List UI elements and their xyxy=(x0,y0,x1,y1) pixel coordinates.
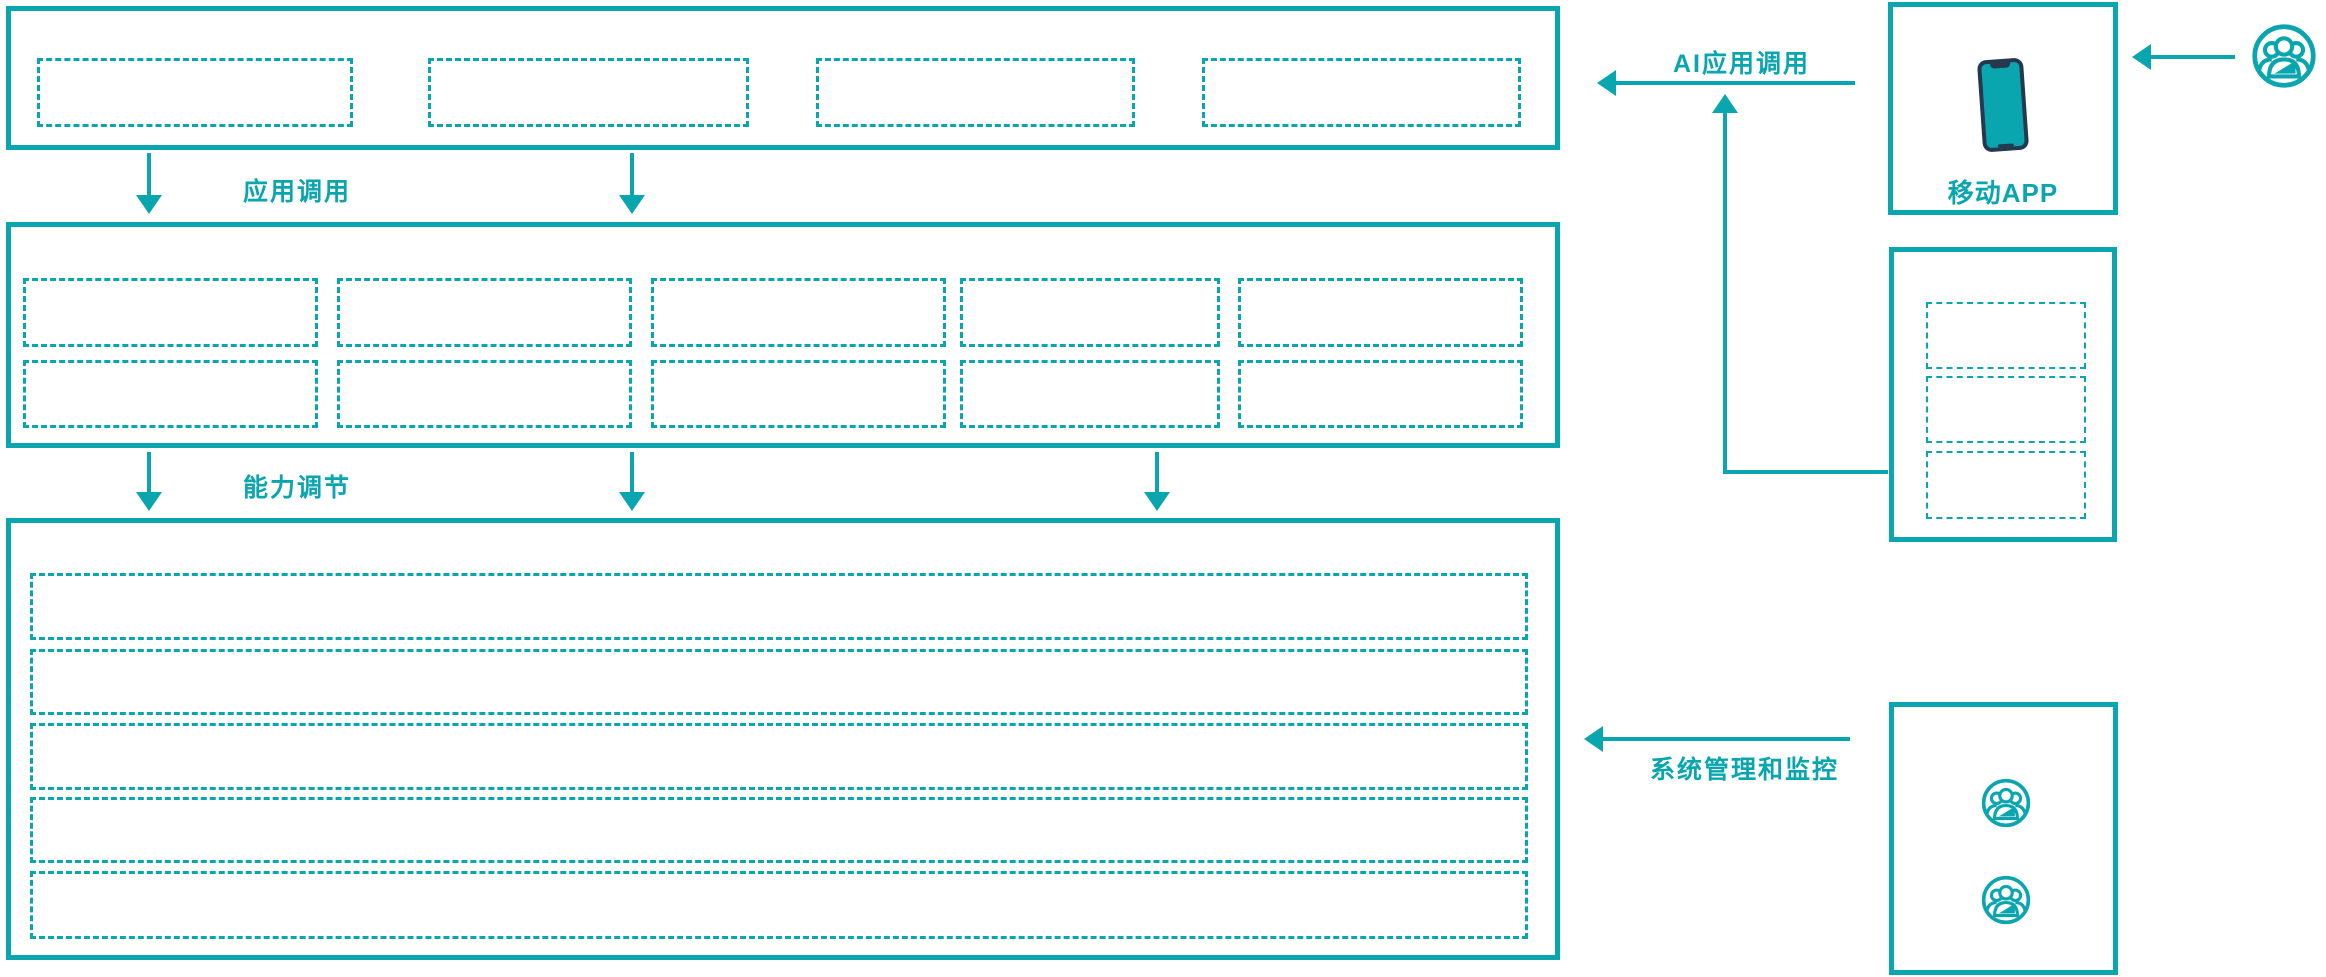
system-monitor-arrow-line xyxy=(1602,737,1850,741)
app-slot-3 xyxy=(816,58,1135,127)
app-slot-1 xyxy=(37,58,353,127)
user-to-app-arrow-line xyxy=(2150,55,2235,59)
capability-adjust-label: 能力调节 xyxy=(243,474,352,502)
connector-horizontal-line xyxy=(1723,470,1888,474)
platform-row-5 xyxy=(30,871,1528,939)
capability-arrow-line-1 xyxy=(147,452,151,492)
ai-app-call-arrow-line xyxy=(1615,81,1855,85)
capability-arrowhead-3 xyxy=(1144,492,1170,511)
capability-arrow-line-2 xyxy=(630,452,634,492)
end-user-group-icon xyxy=(2250,22,2318,90)
capability-slot-r2c5 xyxy=(1238,360,1523,428)
admin-users-icon-1 xyxy=(1980,777,2032,829)
capability-arrow-line-3 xyxy=(1155,452,1159,492)
capability-slot-r1c3 xyxy=(651,278,946,347)
platform-row-2 xyxy=(30,649,1528,715)
app-call-arrowhead-2 xyxy=(619,195,645,214)
platform-row-1 xyxy=(30,573,1528,640)
device-panel xyxy=(1889,247,2117,542)
capability-slot-r2c1 xyxy=(23,360,318,428)
capability-slot-r2c3 xyxy=(651,360,946,428)
capability-arrowhead-1 xyxy=(136,492,162,511)
app-call-arrowhead-1 xyxy=(136,195,162,214)
platform-layer-container xyxy=(6,518,1560,960)
device-slot-2 xyxy=(1926,376,2086,443)
mobile-app-box: 移动APP xyxy=(1888,2,2118,215)
app-slot-4 xyxy=(1202,58,1521,127)
capability-slot-r2c2 xyxy=(337,360,632,428)
app-call-arrow-line-2 xyxy=(630,153,634,195)
smartphone-icon xyxy=(1976,57,2030,153)
capability-slot-r1c1 xyxy=(23,278,318,347)
app-slot-2 xyxy=(428,58,749,127)
user-to-app-arrowhead xyxy=(2132,44,2151,70)
ai-app-call-arrowhead xyxy=(1597,70,1616,96)
app-call-arrow-line-1 xyxy=(147,153,151,195)
capability-layer-container xyxy=(6,222,1560,448)
capability-slot-r1c4 xyxy=(960,278,1220,347)
platform-row-3 xyxy=(30,723,1528,790)
connector-vertical-line xyxy=(1723,112,1727,472)
capability-slot-r1c2 xyxy=(337,278,632,347)
platform-row-4 xyxy=(30,797,1528,863)
smartphone-screen xyxy=(1981,61,2025,149)
ai-app-call-label: AI应用调用 xyxy=(1673,50,1811,78)
mobile-app-label: 移动APP xyxy=(1947,178,2059,208)
smartphone-notch xyxy=(1989,60,2011,69)
system-monitor-label: 系统管理和监控 xyxy=(1650,756,1840,784)
capability-slot-r2c4 xyxy=(960,360,1220,428)
device-slot-3 xyxy=(1926,451,2086,519)
connector-up-arrowhead xyxy=(1712,94,1738,113)
capability-slot-r1c5 xyxy=(1238,278,1523,347)
system-monitor-arrowhead xyxy=(1584,726,1603,752)
admin-users-icon-2 xyxy=(1980,874,2032,926)
smartphone-home-bar xyxy=(1997,143,2014,148)
app-call-label: 应用调用 xyxy=(243,178,352,206)
admin-panel xyxy=(1889,702,2118,975)
capability-arrowhead-2 xyxy=(619,492,645,511)
device-slot-1 xyxy=(1926,302,2086,369)
